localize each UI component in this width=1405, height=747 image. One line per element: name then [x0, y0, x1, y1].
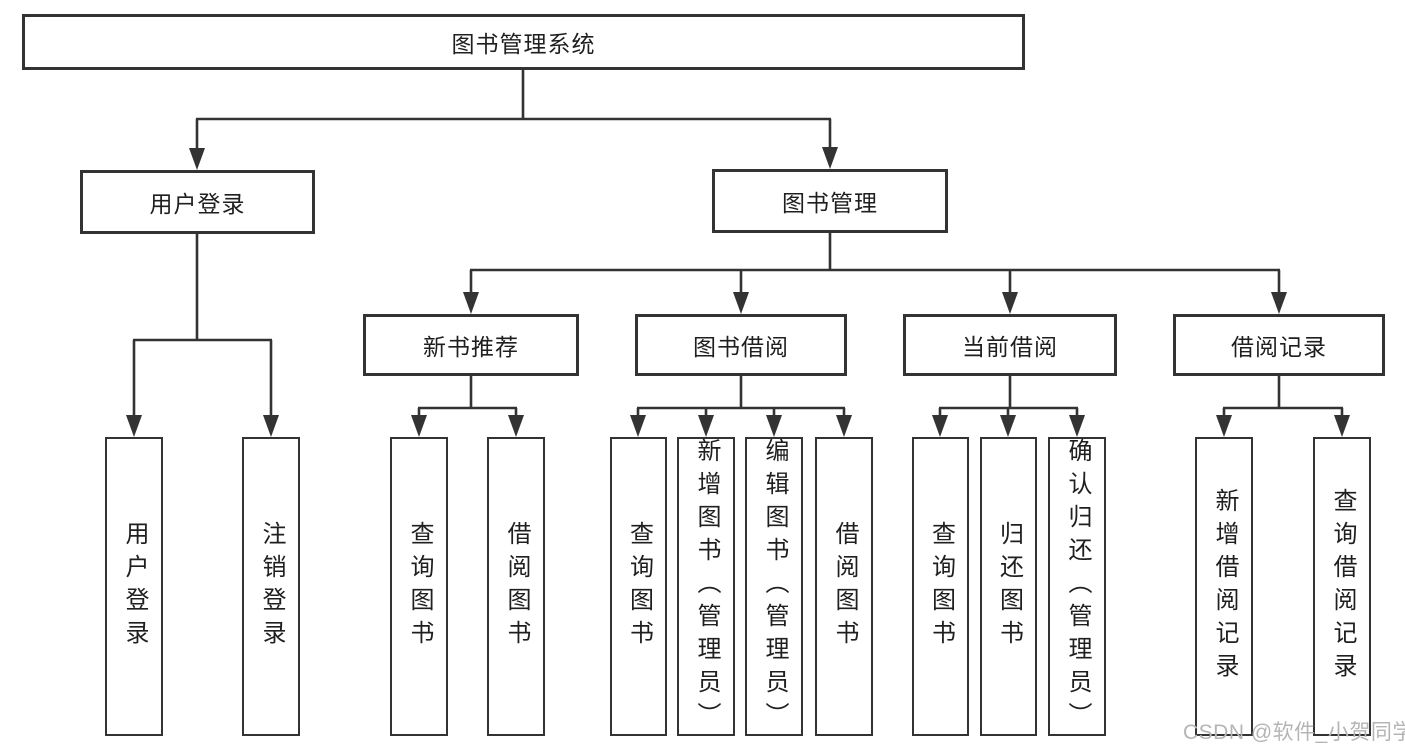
leaf-query-books-3: 查询图书: [912, 437, 969, 736]
node-new-book-recommend: 新书推荐: [363, 314, 579, 376]
node-label: 确认归还（管理员）: [1064, 438, 1091, 735]
leaf-confirm-return-admin: 确认归还（管理员）: [1048, 437, 1106, 736]
leaf-query-books-1: 查询图书: [390, 437, 448, 736]
leaf-add-borrow-record: 新增借阅记录: [1195, 437, 1253, 736]
leaf-add-books-admin: 新增图书（管理员）: [677, 437, 735, 736]
node-borrowing-records: 借阅记录: [1173, 314, 1385, 376]
node-user-login-module: 用户登录: [80, 170, 315, 234]
node-label: 注销登录: [258, 520, 285, 653]
leaf-query-borrow-record: 查询借阅记录: [1313, 437, 1371, 736]
leaf-borrow-books-2: 借阅图书: [815, 437, 873, 736]
leaf-logout: 注销登录: [242, 437, 300, 736]
arrowheads: [126, 147, 1350, 437]
node-label: 用户登录: [149, 191, 246, 217]
leaf-edit-books-admin: 编辑图书（管理员）: [745, 437, 803, 736]
leaf-borrow-books-1: 借阅图书: [487, 437, 545, 736]
node-book-management-module: 图书管理: [712, 169, 948, 233]
leaf-user-login: 用户登录: [105, 437, 163, 736]
node-label: 编辑图书（管理员）: [761, 438, 788, 735]
node-label: 图书管理: [782, 190, 878, 216]
node-label: 查询图书: [625, 520, 653, 653]
node-label: 借阅图书: [831, 520, 858, 653]
node-label: 新增借阅记录: [1211, 487, 1238, 686]
node-label: 借阅图书: [503, 520, 530, 653]
leaf-query-books-2: 查询图书: [610, 437, 667, 736]
leaf-return-books: 归还图书: [980, 437, 1037, 736]
node-label: 图书管理系统: [451, 31, 596, 57]
node-system-root: 图书管理系统: [22, 14, 1025, 70]
node-label: 查询图书: [927, 520, 955, 653]
node-label: 借阅记录: [1231, 334, 1327, 360]
node-book-borrowing: 图书借阅: [635, 314, 847, 376]
node-label: 新书推荐: [423, 334, 519, 360]
csdn-watermark: CSDN @软件_小贺同学: [1183, 721, 1405, 744]
node-label: 用户登录: [121, 520, 148, 653]
node-label: 图书借阅: [693, 334, 789, 360]
node-label: 查询图书: [406, 520, 433, 653]
node-label: 归还图书: [995, 520, 1023, 653]
node-label: 查询借阅记录: [1329, 487, 1356, 686]
node-current-borrowing: 当前借阅: [903, 314, 1117, 376]
node-label: 当前借阅: [962, 334, 1058, 360]
node-label: 新增图书（管理员）: [693, 438, 720, 735]
